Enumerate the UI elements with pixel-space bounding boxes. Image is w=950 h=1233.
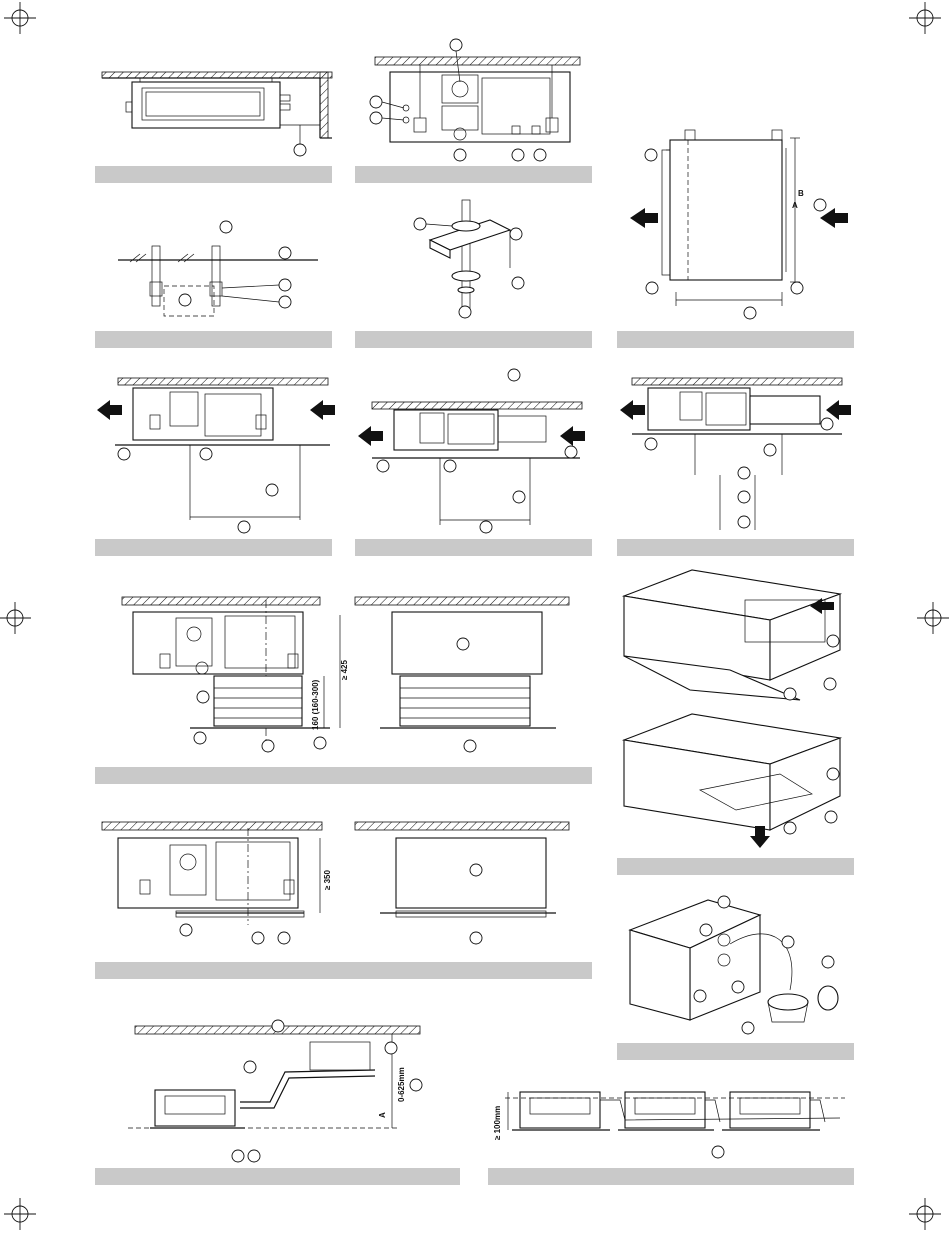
- registration-mark-top-left: [4, 2, 36, 34]
- callout-circle: [179, 221, 291, 308]
- caption-bar: [95, 962, 592, 979]
- figure-10: [617, 570, 854, 875]
- figure-2: [355, 39, 592, 183]
- airflow-out-arrow: [630, 208, 658, 228]
- airflow-out-arrow: [620, 400, 645, 420]
- registration-mark-mid-right: [917, 602, 949, 634]
- dimension-350: ≥ 350: [323, 869, 332, 890]
- dimension-425: ≥ 425: [340, 659, 349, 680]
- caption-bar: [617, 331, 854, 348]
- caption-bar: [355, 166, 592, 183]
- figure-3: A B: [617, 130, 854, 348]
- caption-bar: [617, 1043, 854, 1060]
- dimension-100: ≥ 100mm: [493, 1106, 502, 1140]
- figure-8: [617, 378, 854, 556]
- airflow-in-arrow: [310, 400, 335, 420]
- airflow-in-arrow: [826, 400, 851, 420]
- callout-circle: [118, 448, 278, 533]
- caption-bar: [617, 858, 854, 875]
- airflow-in-arrow: [820, 208, 848, 228]
- caption-bar: [95, 1168, 460, 1185]
- figure-4: [95, 221, 332, 348]
- dimension-letter-b: B: [798, 189, 804, 198]
- airflow-out-arrow: [358, 426, 383, 446]
- callout-circle: [377, 369, 577, 533]
- registration-mark-top-right: [909, 2, 941, 34]
- callout-circle: [180, 924, 290, 944]
- caption-bar: [355, 539, 592, 556]
- dimension-letter-a: A: [792, 201, 798, 210]
- figure-5: [355, 200, 592, 348]
- figure-13: 0-625mm A: [95, 1020, 460, 1185]
- figure-6: [95, 378, 335, 556]
- caption-bar: [355, 331, 592, 348]
- figure-11: ≥ 350: [95, 822, 592, 979]
- caption-bar: [617, 539, 854, 556]
- figure-14: ≥ 100mm: [488, 1092, 854, 1185]
- caption-bar: [488, 1168, 854, 1185]
- caption-bar: [95, 166, 332, 183]
- registration-mark-bottom-right: [909, 1198, 941, 1230]
- figure-1: [95, 72, 332, 183]
- dimension-0-625: 0-625mm: [397, 1067, 406, 1102]
- callout-circle: [294, 144, 306, 156]
- airflow-in-arrow: [560, 426, 585, 446]
- airflow-out-arrow: [97, 400, 122, 420]
- caption-bar: [95, 539, 332, 556]
- figure-12: [617, 896, 854, 1060]
- figure-9: 160 (160-300) ≥ 425: [95, 597, 592, 784]
- caption-bar: [95, 331, 332, 348]
- caption-bar: [95, 767, 592, 784]
- callout-circle: [712, 1146, 724, 1158]
- dimension-letter-a: A: [378, 1112, 387, 1118]
- registration-mark-bottom-left: [4, 1198, 36, 1230]
- callout-circle: [232, 1020, 422, 1162]
- registration-mark-mid-left: [0, 602, 31, 634]
- dimension-160: 160 (160-300): [311, 679, 320, 730]
- figure-7: [355, 369, 592, 556]
